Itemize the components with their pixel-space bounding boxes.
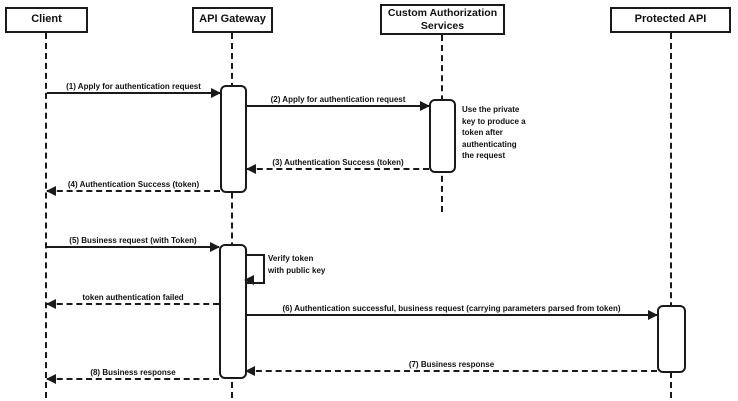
activation-api-gateway-auth — [220, 85, 247, 193]
message-1-line — [47, 92, 220, 94]
activation-custom-authorization-services — [429, 99, 456, 173]
message-self-verify-token-loop — [244, 254, 265, 285]
message-7-business-response: (7) Business response — [245, 359, 657, 376]
message-4-auth-success: (4) Authentication Success (token) — [46, 179, 220, 196]
participant-custom-authorization-services: Custom Authorization Services — [380, 4, 505, 35]
arrowhead-left-icon — [246, 164, 256, 174]
message-7-line — [246, 370, 657, 372]
participant-custom-authorization-services-label: Custom Authorization Services — [387, 6, 498, 32]
message-3-line — [247, 168, 429, 170]
arrowhead-left-icon — [46, 299, 56, 309]
message-8-line — [47, 378, 219, 380]
message-6-label: (6) Authentication successful, business … — [282, 304, 621, 313]
note-private-key: Use the private key to produce a token a… — [462, 105, 526, 160]
participant-client-label: Client — [31, 13, 62, 26]
arrowhead-left-icon — [245, 366, 255, 376]
message-5-business-request: (5) Business request (with Token) — [47, 235, 220, 252]
arrowhead-right-icon — [211, 88, 221, 98]
participant-api-gateway: API Gateway — [192, 7, 273, 33]
participant-protected-api: Protected API — [610, 7, 731, 33]
message-5-label: (5) Business request (with Token) — [69, 236, 197, 245]
arrowhead-right-icon — [420, 101, 430, 111]
activation-protected-api — [657, 305, 686, 373]
lifeline-api-gateway — [231, 33, 233, 398]
message-token-failed: token authentication failed — [46, 292, 219, 309]
message-self-verify-token-label: Verify token with public key — [268, 254, 326, 275]
message-8-business-response: (8) Business response — [46, 367, 219, 384]
participant-protected-api-label: Protected API — [634, 13, 707, 26]
arrowhead-left-icon — [244, 275, 254, 285]
message-2-apply-auth: (2) Apply for authentication request — [247, 94, 430, 111]
lifeline-client — [45, 33, 47, 398]
message-3-label: (3) Authentication Success (token) — [272, 158, 404, 167]
arrowhead-left-icon — [46, 186, 56, 196]
lifeline-protected-api — [670, 33, 672, 398]
arrowhead-right-icon — [648, 310, 658, 320]
message-token-failed-label: token authentication failed — [82, 293, 184, 302]
message-8-label: (8) Business response — [90, 368, 176, 377]
message-5-line — [47, 246, 219, 248]
message-6-line — [246, 314, 657, 316]
message-3-auth-success: (3) Authentication Success (token) — [246, 157, 429, 174]
message-token-failed-line — [47, 303, 219, 305]
message-4-line — [47, 190, 220, 192]
message-4-label: (4) Authentication Success (token) — [67, 180, 200, 189]
participant-api-gateway-label: API Gateway — [199, 13, 266, 26]
activation-api-gateway-business — [219, 244, 247, 379]
message-2-line — [247, 105, 429, 107]
message-1-label: (1) Apply for authentication request — [66, 82, 201, 91]
message-6-business-request: (6) Authentication successful, business … — [246, 303, 658, 320]
participant-client: Client — [5, 7, 88, 33]
arrowhead-right-icon — [210, 242, 220, 252]
message-2-label: (2) Apply for authentication request — [270, 95, 406, 104]
arrowhead-left-icon — [46, 374, 56, 384]
message-7-label: (7) Business response — [408, 360, 495, 369]
message-1-apply-auth: (1) Apply for authentication request — [47, 81, 221, 98]
